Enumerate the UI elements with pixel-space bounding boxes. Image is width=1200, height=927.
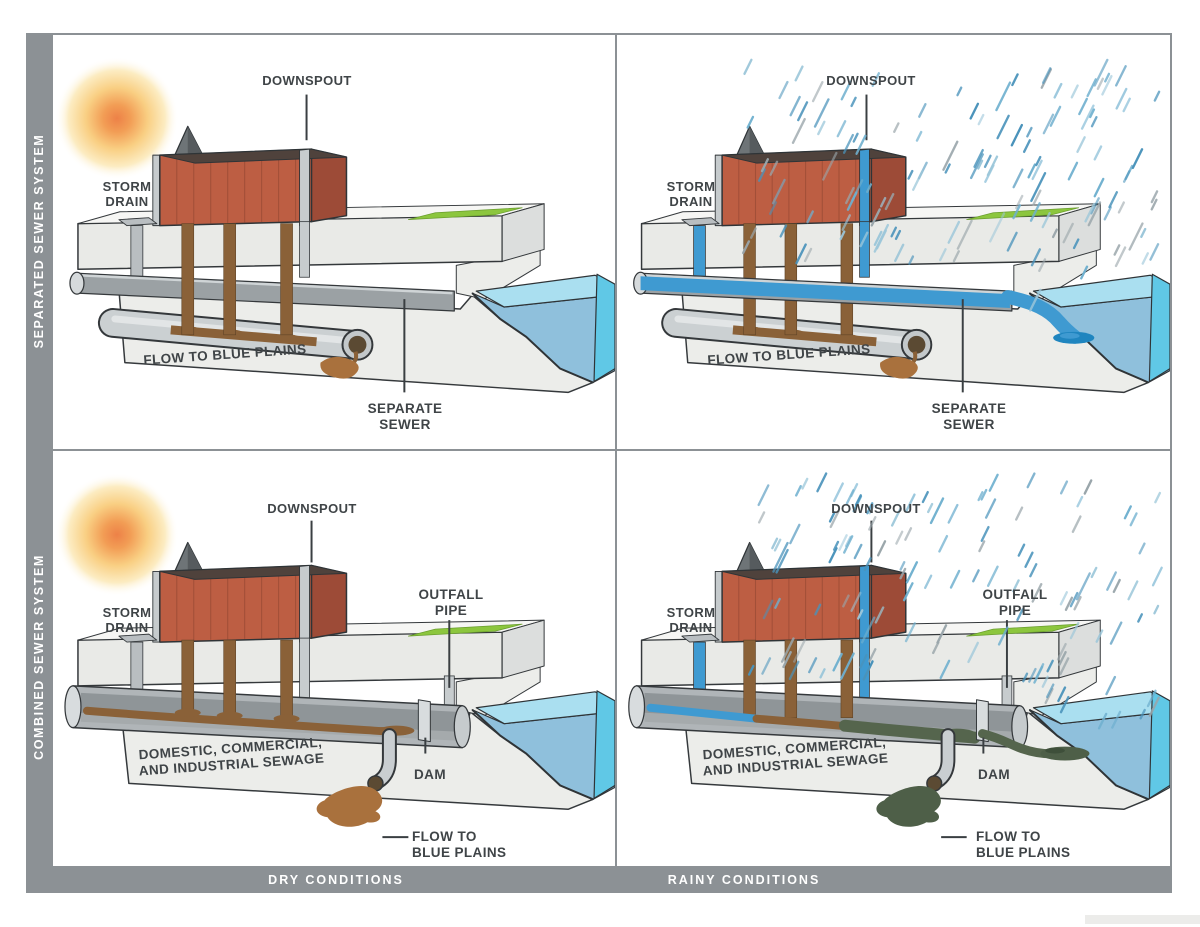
label-outfall: OUTFALL PIPE [418,587,484,618]
leader-lines [305,94,406,393]
scene-separated-rainy [633,58,1170,394]
sanitary-riser [181,223,195,336]
left-sidebar: SEPARATED SEWER SYSTEM COMBINED SEWER SY… [26,33,53,866]
label-sewer: SEPARATE SEWER [931,401,1007,432]
scene-separated-dry [54,56,615,394]
label-storm-drain: STORM DRAIN [666,179,716,210]
storm-sewer-channel [69,271,455,312]
rain [747,472,1163,730]
label-dam: DAM [978,767,1010,782]
leader-lines [310,520,451,839]
label-dam: DAM [414,767,446,782]
label-flow: FLOW TO BLUE PLAINS [976,829,1071,860]
label-storm-drain: STORM DRAIN [666,605,716,636]
sanitary-riser [784,223,798,336]
footer-bar: DRY CONDITIONS RAINY CONDITIONS [26,866,1172,893]
storm-drain-inlet [681,217,870,278]
leader-lines [870,520,1008,839]
river [471,273,615,384]
dam-outlet-pipe [876,728,956,827]
dam-outlet-pipe [316,728,397,827]
leader-lines [865,94,964,393]
downspout-pipe [859,148,870,227]
scene-combined-rainy [628,472,1170,839]
storm-water-flow [640,276,1095,344]
sanitary-riser [223,639,236,719]
label-flow: FLOW TO BLUE PLAINS [412,829,507,860]
sun-icon [54,56,179,180]
scene-combined-dry [54,472,615,839]
panel-grid: DOWNSPOUT STORM DRAIN FLOW TO BLUE PLAINS S… [53,33,1172,866]
dam [417,699,431,743]
rain [742,58,1161,312]
storm-drain-inlet [118,633,310,703]
downspout-pipe [299,565,310,643]
downspout-pipe [299,148,310,227]
label-downspout: DOWNSPOUT [267,501,357,516]
label-outfall: OUTFALL PIPE [982,587,1048,618]
horizontal-divider [53,449,1170,451]
label-downspout: DOWNSPOUT [831,501,921,516]
sidebar-label-separated: SEPARATED SEWER SYSTEM [32,133,46,349]
page-shadow [1085,915,1200,924]
building [152,541,348,643]
sanitary-riser [840,639,854,719]
sanitary-riser [223,223,236,336]
sidebar-label-combined: COMBINED SEWER SYSTEM [32,554,46,760]
storm-drain-inlet [118,217,310,278]
building [152,125,348,227]
label-downspout: DOWNSPOUT [826,73,916,88]
label-storm-drain: STORM DRAIN [102,605,152,636]
label-sewer: SEPARATE SEWER [367,401,443,432]
sun-icon [54,472,179,597]
label-storm-drain: STORM DRAIN [102,179,152,210]
sanitary-riser [280,639,293,719]
footer-label-dry: DRY CONDITIONS [268,872,404,887]
sanitary-riser [840,223,854,336]
label-downspout: DOWNSPOUT [262,73,352,88]
diagram-board: SEPARATED SEWER SYSTEM COMBINED SEWER SY… [26,33,1172,893]
overflow-to-river [977,729,1090,761]
sanitary-riser [181,639,195,719]
sanitary-riser [280,223,293,336]
river [471,690,615,801]
sanitary-riser [743,639,756,719]
footer-label-rainy: RAINY CONDITIONS [667,872,821,887]
building [714,125,907,227]
